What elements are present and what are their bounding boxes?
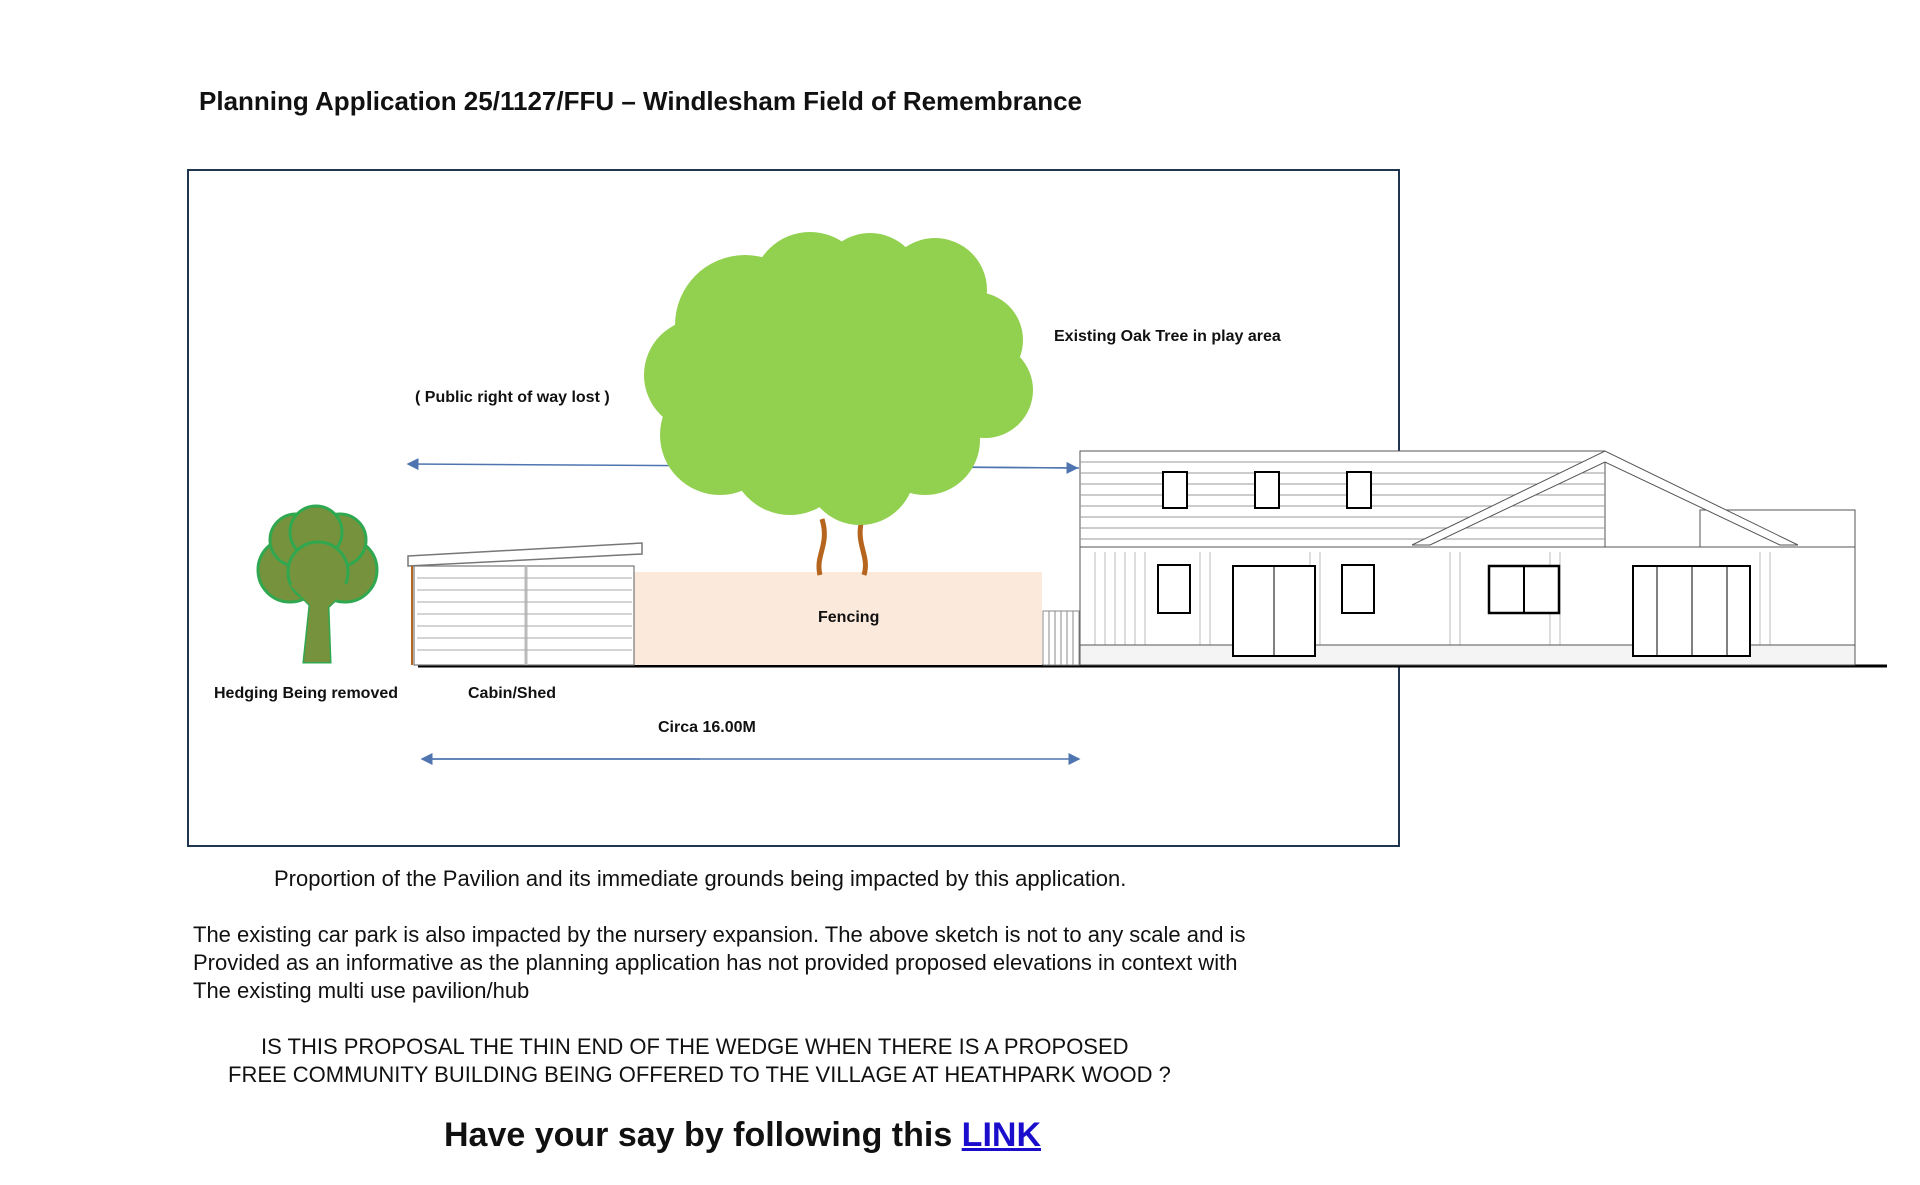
- picket-fence: [1042, 610, 1080, 666]
- cabin-label: Cabin/Shed: [468, 685, 557, 702]
- caption: Proportion of the Pavilion and its immed…: [274, 866, 1127, 891]
- hedge-tree-icon: [256, 504, 379, 664]
- question-line: IS THIS PROPOSAL THE THIN END OF THE WED…: [261, 1034, 1129, 1059]
- call-to-action: Have your say by following this LINK: [444, 1116, 1041, 1155]
- oak-tree-icon: [644, 232, 1033, 576]
- public-right-of-way-label: ( Public right of way lost ): [415, 389, 610, 406]
- paragraph-line: Provided as an informative as the planni…: [193, 950, 1238, 975]
- existing-oak-label: Existing Oak Tree in play area: [1054, 328, 1281, 345]
- cabin-shed-drawing: [407, 542, 643, 666]
- cta-text: Have your say by following this: [444, 1116, 962, 1154]
- paragraph-line: The existing car park is also impacted b…: [193, 922, 1246, 947]
- hedging-label: Hedging Being removed: [214, 685, 399, 702]
- page-title: Planning Application 25/1127/FFU – Windl…: [199, 86, 1083, 116]
- fencing-label: Fencing: [818, 609, 880, 626]
- fencing-block: [631, 572, 1042, 665]
- have-your-say-link[interactable]: LINK: [961, 1116, 1041, 1154]
- question-line: FREE COMMUNITY BUILDING BEING OFFERED TO…: [228, 1062, 1171, 1087]
- pavilion-elevation: [1079, 450, 1856, 666]
- paragraph-line: The existing multi use pavilion/hub: [193, 978, 530, 1003]
- dimension-label: Circa 16.00M: [658, 719, 756, 736]
